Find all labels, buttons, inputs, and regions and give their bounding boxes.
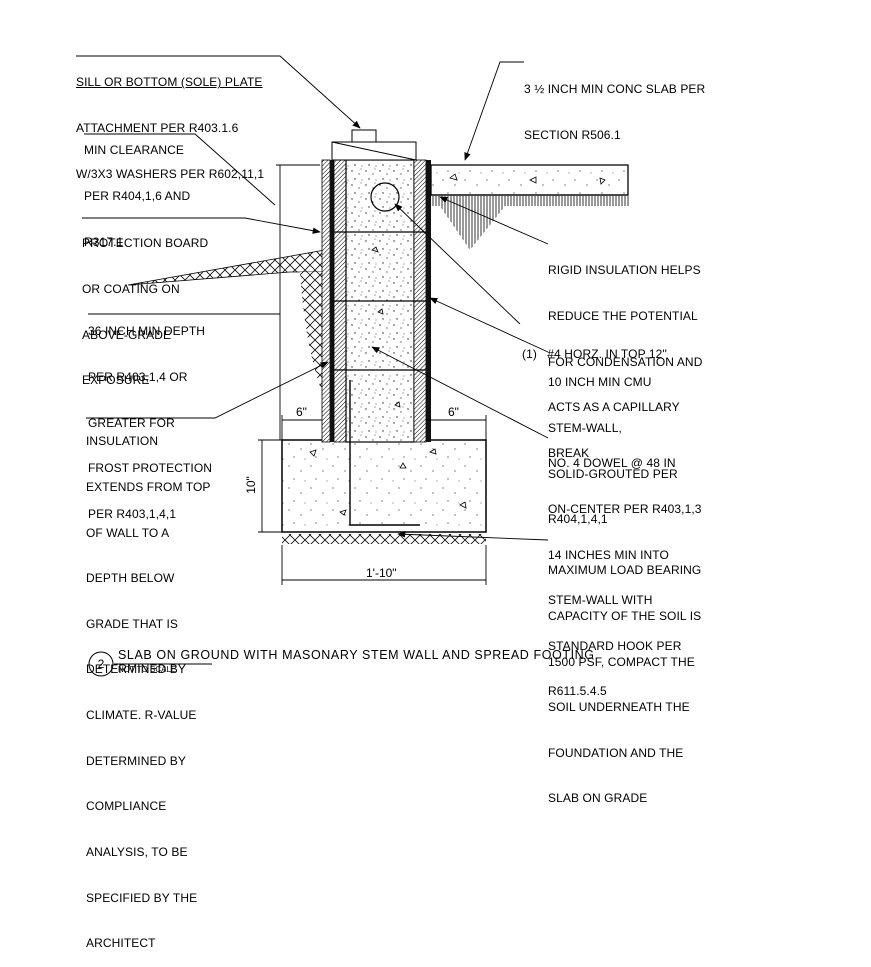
note-line: STEM-WALL WITH bbox=[548, 593, 653, 608]
note-line: STANDARD HOOK PER bbox=[548, 638, 682, 653]
note-line: 14 INCHES MIN INTO bbox=[548, 547, 669, 562]
note-line: ACTS AS A CAPILLARY bbox=[548, 400, 680, 415]
note-line: ATTACHMENT PER R403.1.6 bbox=[76, 121, 239, 136]
note-line: MAXIMUM LOAD BEARING bbox=[548, 563, 702, 578]
note-line: FOR CONDENSATION AND bbox=[548, 354, 703, 369]
rigid-insulation bbox=[426, 160, 431, 442]
note-line: COMPLIANCE bbox=[86, 799, 167, 814]
note-line: SILL OR BOTTOM (SOLE) PLATE bbox=[76, 75, 263, 90]
note-line: DETERMINED BY bbox=[86, 753, 186, 768]
soil-under-footing bbox=[282, 534, 486, 544]
note-min-depth: 36 INCH MIN DEPTH PER R403,1,4 OR GREATE… bbox=[88, 294, 212, 537]
note-line: REDUCE THE POTENTIAL bbox=[548, 309, 698, 324]
note-line: STEM-WALL, bbox=[548, 421, 622, 436]
note-line: DETERMINED BY bbox=[86, 662, 186, 677]
aggregate-marks bbox=[309, 173, 606, 516]
soil-under-slab bbox=[430, 196, 630, 250]
horizontal-rebar bbox=[370, 182, 400, 212]
sill-plate bbox=[331, 129, 417, 161]
note-line: PROTECTION BOARD bbox=[82, 236, 209, 251]
note-line: GRADE THAT IS bbox=[86, 616, 178, 631]
leader-lines bbox=[76, 55, 549, 541]
note-line: GREATER FOR bbox=[88, 415, 175, 430]
dim-left-offset: 6" bbox=[296, 405, 307, 419]
note-sill-plate: SILL OR BOTTOM (SOLE) PLATE ATTACHMENT P… bbox=[76, 45, 264, 197]
note-line: BREAK bbox=[548, 445, 590, 460]
protection-board bbox=[321, 159, 331, 443]
note-horz-bar: (1) #4 HORZ. IN TOP 12" bbox=[522, 317, 667, 378]
note-slab: 3 ½ INCH MIN CONC SLAB PER SECTION R506.… bbox=[524, 52, 705, 158]
note-line: OR COATING ON bbox=[82, 282, 180, 297]
note-line: FROST PROTECTION bbox=[88, 461, 213, 476]
note-line: SECTION R506.1 bbox=[524, 128, 621, 143]
mortar-joints bbox=[334, 231, 426, 371]
note-line: W/3X3 WASHERS PER R602,11,1 bbox=[76, 166, 265, 181]
detail-bubble bbox=[88, 651, 114, 677]
drawing-scale: NOT TO SCALE bbox=[118, 665, 177, 674]
note-line: PER R404,1,6 AND bbox=[84, 189, 191, 204]
note-line: EXPOSURE bbox=[82, 373, 150, 388]
note-min-clearance: MIN CLEARANCE PER R404,1,6 AND R317.1 bbox=[84, 113, 190, 265]
note-line: EXTENDS FROM TOP bbox=[86, 480, 211, 495]
note-line: MIN CLEARANCE bbox=[84, 143, 184, 158]
note-line: (1) #4 HORZ. IN TOP 12" bbox=[522, 347, 667, 362]
note-line: NO. 4 DOWEL @ 48 IN bbox=[548, 456, 676, 471]
note-line: OF WALL TO A bbox=[86, 525, 170, 540]
dim-right-offset: 6" bbox=[448, 405, 459, 419]
note-line: PER R403,1,4,1 bbox=[88, 506, 177, 521]
note-line: SOLID-GROUTED PER bbox=[548, 466, 678, 481]
dim-footing-height: 10" bbox=[243, 476, 258, 494]
note-line: R611.5.4.5 bbox=[548, 684, 607, 699]
note-line: PER R403,1,4 OR bbox=[88, 370, 188, 385]
note-dowel: NO. 4 DOWEL @ 48 IN ON-CENTER PER R403,1… bbox=[548, 426, 702, 715]
spread-footing bbox=[281, 439, 487, 533]
note-line: DEPTH BELOW bbox=[86, 571, 175, 586]
note-line: INSULATION bbox=[86, 434, 159, 449]
dowel-bar bbox=[349, 380, 420, 526]
drawing-title: SLAB ON GROUND WITH MASONARY STEM WALL A… bbox=[118, 648, 595, 662]
exterior-insulation bbox=[330, 160, 334, 442]
note-line: ARCHITECT bbox=[86, 936, 156, 951]
note-line: 1500 PSF, COMPACT THE bbox=[548, 654, 695, 669]
note-line: ABOVE-GRADE bbox=[82, 327, 172, 342]
note-line: 3 ½ INCH MIN CONC SLAB PER bbox=[524, 82, 706, 97]
note-rigid-insulation: RIGID INSULATION HELPS REDUCE THE POTENT… bbox=[548, 233, 702, 476]
note-line: CAPACITY OF THE SOIL IS bbox=[548, 609, 702, 624]
note-insulation: INSULATION EXTENDS FROM TOP OF WALL TO A… bbox=[86, 404, 211, 967]
note-line: RIGID INSULATION HELPS bbox=[548, 263, 701, 278]
note-line: R317.1 bbox=[84, 234, 124, 249]
note-line: 36 INCH MIN DEPTH bbox=[88, 324, 206, 339]
note-line: 10 INCH MIN CMU bbox=[548, 375, 652, 390]
note-cmu: 10 INCH MIN CMU STEM-WALL, SOLID-GROUTED… bbox=[548, 345, 678, 543]
note-line: SOIL UNDERNEATH THE bbox=[548, 700, 690, 715]
grade-soil-left bbox=[127, 249, 326, 400]
dim-footing-width: 1'-10" bbox=[366, 566, 397, 580]
note-load: MAXIMUM LOAD BEARING CAPACITY OF THE SOI… bbox=[548, 533, 701, 822]
note-line: ON-CENTER PER R403,1,3 bbox=[548, 502, 702, 517]
note-line: SPECIFIED BY THE bbox=[86, 890, 198, 905]
note-line: SLAB ON GRADE bbox=[548, 791, 648, 806]
note-line: R404,1,4,1 bbox=[548, 512, 608, 527]
note-line: CLIMATE. R-VALUE bbox=[86, 708, 197, 723]
note-line: ANALYSIS, TO BE bbox=[86, 844, 188, 859]
note-protection-board: PROTECTION BOARD OR COATING ON ABOVE-GRA… bbox=[82, 206, 208, 404]
detail-number: 2 bbox=[97, 657, 105, 671]
dimension-lines bbox=[258, 164, 487, 585]
note-line: FOUNDATION AND THE bbox=[548, 745, 684, 760]
foundation-section-drawing bbox=[76, 55, 630, 677]
